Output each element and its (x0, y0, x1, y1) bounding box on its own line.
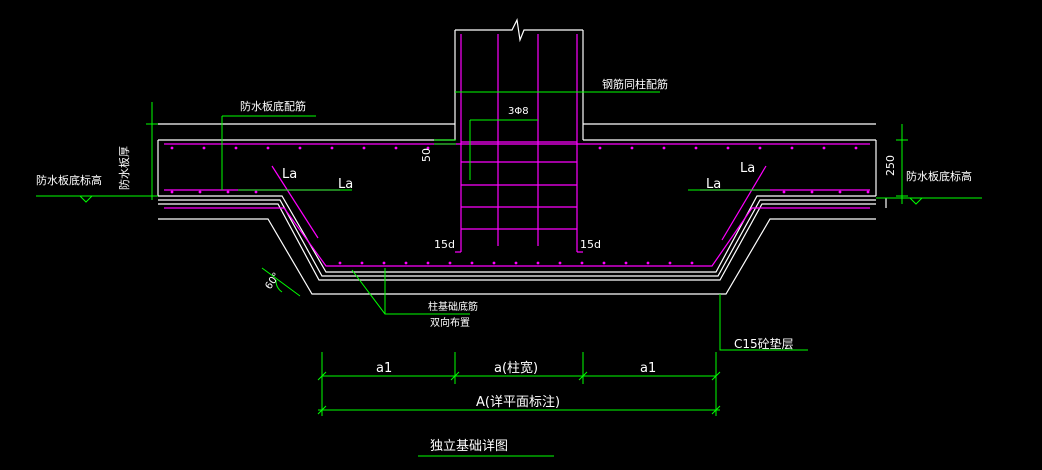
rebar-dot (630, 146, 634, 150)
anchor-right-diagonal (721, 165, 767, 241)
rebar-dot (662, 146, 666, 150)
rebar-dot (330, 146, 334, 150)
label-stirrup: 3Φ8 (508, 106, 529, 117)
rebar-dot (170, 190, 174, 194)
text-labels: 钢筋同柱配筋 3Φ8 防水板底配筋 防水板厚 防水板底标高 防水板底标高 La … (36, 77, 972, 454)
rebar-dot (198, 190, 202, 194)
rebar-dot (470, 261, 474, 265)
rebar-dot (362, 146, 366, 150)
rebar-group (164, 34, 870, 267)
label-la-3: La (706, 177, 721, 192)
angle-leader (261, 267, 301, 297)
label-column-rebar: 钢筋同柱配筋 (602, 77, 668, 91)
rebar-dot (266, 146, 270, 150)
tick-4 (711, 371, 721, 381)
rebar-dot (668, 261, 672, 265)
dimension-group (36, 91, 982, 457)
label-footing-rebar-2: 双向布置 (430, 316, 470, 329)
cushion-line-1 (158, 199, 876, 277)
elev-right-triangle (909, 197, 923, 205)
tick-1 (317, 371, 327, 381)
elev-left-triangle (79, 195, 93, 203)
rebar-dot (234, 146, 238, 150)
rebar-dot (602, 261, 606, 265)
rebar-dot (426, 146, 430, 150)
rebar-dot (854, 146, 858, 150)
rebar-dot (822, 146, 826, 150)
rebar-dot (782, 190, 786, 194)
angle-arc (275, 279, 283, 293)
rebar-dot (298, 146, 302, 150)
footing-outline (158, 195, 876, 273)
label-slab-thickness: 防水板厚 (117, 146, 131, 190)
label-angle: 60° (263, 271, 282, 292)
rebar-dot (492, 261, 496, 265)
rebar-dots (170, 146, 870, 265)
label-cover-50: 50 (420, 148, 433, 162)
label-dim-a1-right: a1 (640, 361, 656, 376)
rebar-dot (360, 261, 364, 265)
rebar-dot (448, 261, 452, 265)
rebar-dot (382, 261, 386, 265)
rebar-dot (558, 261, 562, 265)
tick-3 (578, 371, 588, 381)
rebar-dot (226, 190, 230, 194)
rebar-dot (338, 261, 342, 265)
drawing-title: 独立基础详图 (430, 439, 508, 454)
label-elev-left: 防水板底标高 (36, 173, 102, 187)
leader-cushion (719, 294, 808, 351)
rebar-dot (810, 190, 814, 194)
label-footing-rebar-1: 柱基础底筋 (428, 300, 478, 313)
rebar-dot (690, 261, 694, 265)
rebar-dot (838, 190, 842, 194)
anchor-left-diagonal (271, 165, 319, 239)
rebar-dot (726, 146, 730, 150)
footing-bottom-bar (164, 207, 870, 267)
label-hook-left: 15d (434, 238, 455, 251)
tick-6 (711, 405, 721, 415)
rebar-dot (536, 261, 540, 265)
label-hook-right: 15d (580, 238, 601, 251)
cushion-bottom (158, 218, 876, 295)
label-dim-250: 250 (884, 155, 897, 176)
label-cushion: C15砼垫层 (734, 336, 794, 351)
rebar-dot (404, 261, 408, 265)
rebar-dot (646, 261, 650, 265)
label-la-2: La (338, 177, 353, 192)
label-la-1: La (282, 167, 297, 182)
tick-5 (317, 405, 327, 415)
rebar-dot (202, 146, 206, 150)
concrete-outline (157, 18, 887, 295)
tick-2 (450, 371, 460, 381)
rebar-dot (624, 261, 628, 265)
rebar-dot (758, 146, 762, 150)
rebar-dot (170, 146, 174, 150)
rebar-dot (394, 146, 398, 150)
label-la-4: La (740, 161, 755, 176)
label-slab-rebar: 防水板底配筋 (240, 99, 306, 113)
label-dim-A: A(详平面标注) (476, 395, 560, 410)
rebar-dot (694, 146, 698, 150)
rebar-dot (254, 190, 258, 194)
rebar-dot (866, 190, 870, 194)
rebar-dot (514, 261, 518, 265)
rebar-dot (580, 261, 584, 265)
column-break-line (455, 18, 583, 43)
rebar-dot (426, 261, 430, 265)
rebar-dot (598, 146, 602, 150)
label-dim-a: a(柱宽) (494, 360, 538, 376)
rebar-dot (790, 146, 794, 150)
label-dim-a1-left: a1 (376, 361, 392, 376)
cushion-line-2 (158, 203, 876, 281)
label-elev-right: 防水板底标高 (906, 169, 972, 183)
